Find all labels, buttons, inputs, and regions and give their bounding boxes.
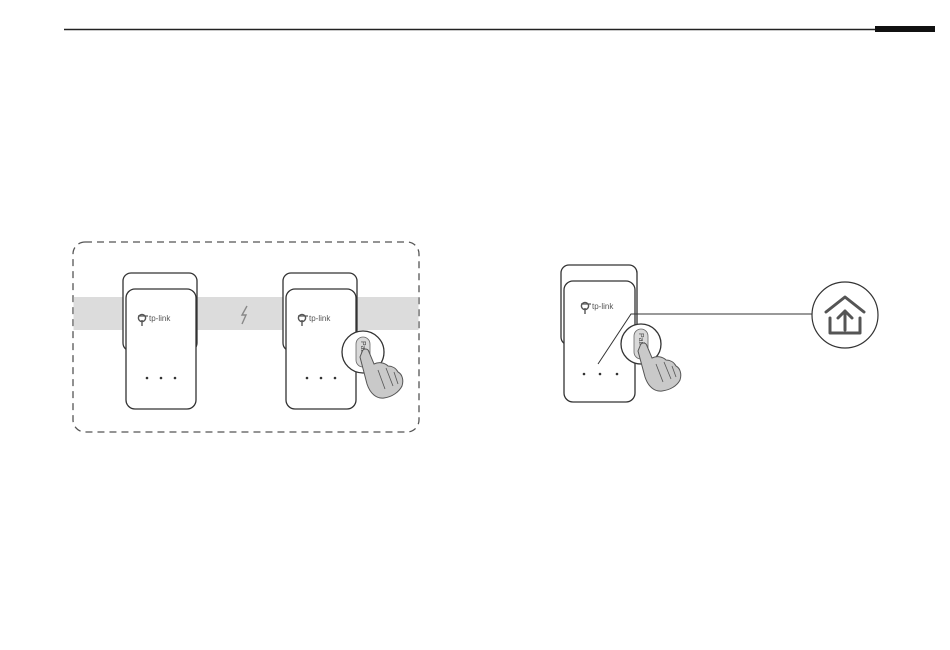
adapter-brand: tp-link	[149, 314, 171, 323]
led-power	[306, 377, 309, 380]
home-upload-icon	[812, 282, 878, 348]
powerline-adapter-2: tp-link Pair	[283, 273, 403, 409]
right-illustration: tp-link Pair	[561, 265, 878, 402]
led-power	[583, 373, 586, 376]
powerline-adapter-3: tp-link Pair	[561, 265, 681, 402]
adapter-brand: tp-link	[309, 314, 331, 323]
adapter-body	[126, 289, 196, 409]
led-powerline	[599, 373, 602, 376]
led-powerline	[320, 377, 323, 380]
led-ethernet	[616, 373, 619, 376]
header-tab	[875, 26, 935, 32]
adapter-brand: tp-link	[592, 302, 614, 311]
led-power	[146, 377, 149, 380]
led-ethernet	[334, 377, 337, 380]
powerline-adapter-1: tp-link	[123, 273, 197, 409]
left-illustration: tp-link tp-link Pair	[73, 242, 419, 432]
led-powerline	[160, 377, 163, 380]
led-ethernet	[174, 377, 177, 380]
